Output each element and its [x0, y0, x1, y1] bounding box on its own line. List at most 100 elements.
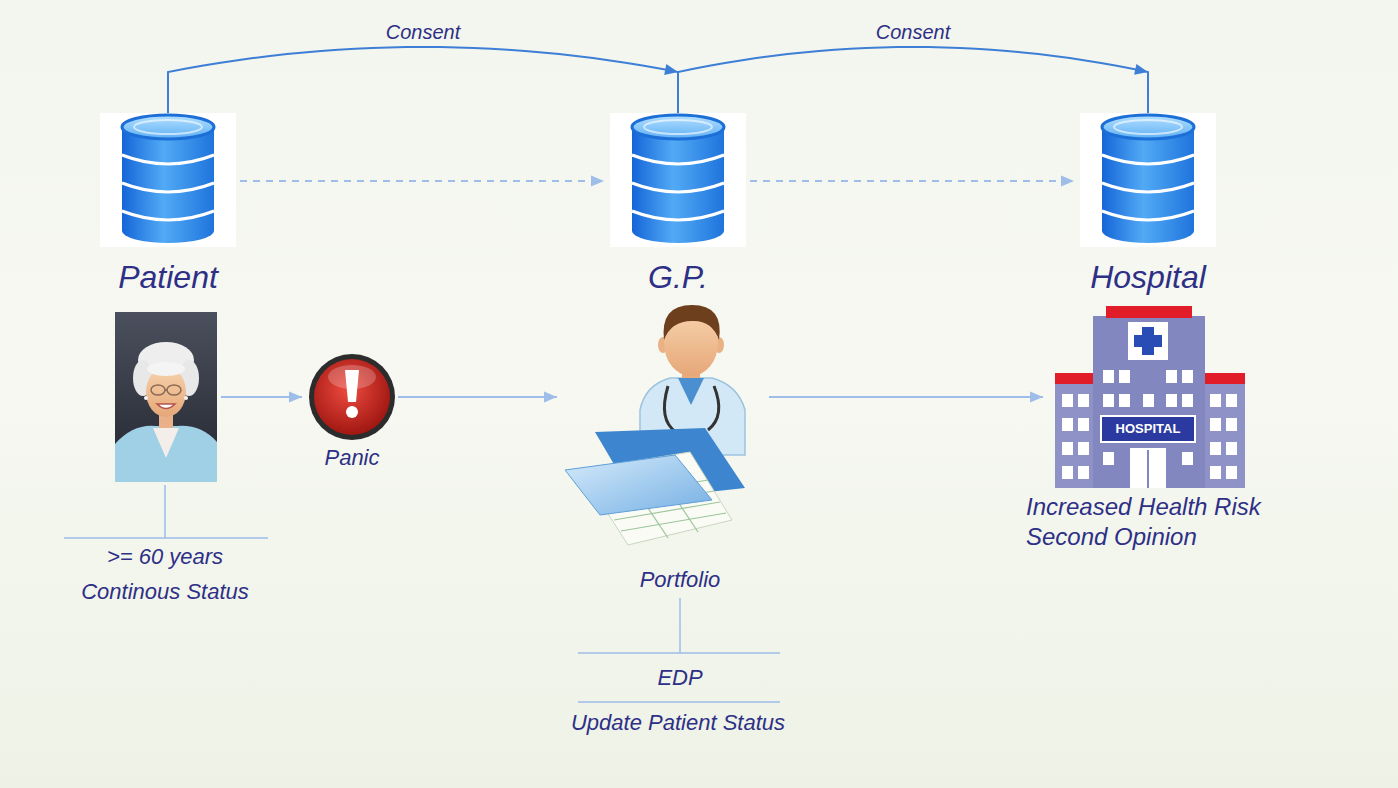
hospital-building-part — [1101, 416, 1195, 442]
arrow-head — [591, 176, 604, 187]
hospital-building-part — [1062, 418, 1073, 431]
hospital-building-part — [1106, 306, 1192, 318]
connector — [398, 392, 557, 403]
connector-line — [750, 180, 1074, 182]
hospital-building-part — [1210, 394, 1221, 407]
connector — [678, 47, 1148, 113]
text-holder: Continous Status — [81, 579, 249, 605]
patient-photo-part — [157, 404, 175, 409]
text-holder: Consent — [873, 20, 954, 44]
hospital-building-part — [1182, 452, 1193, 465]
sign-text: HOSPITAL — [1116, 421, 1181, 437]
hospital-building-part — [1103, 370, 1114, 383]
panic-icon-part — [309, 354, 395, 440]
hospital-building-part — [1078, 394, 1089, 407]
doctor-figure-part — [678, 378, 704, 405]
arrow-head — [1061, 176, 1074, 187]
patient-photo-part — [144, 396, 148, 400]
database-node: Patient — [100, 113, 236, 247]
connector — [769, 392, 1043, 403]
status-note: EDP — [657, 665, 702, 691]
hospital-building-part — [1062, 466, 1073, 479]
arrow-head — [664, 64, 678, 75]
patient-photo-part — [147, 362, 185, 376]
status-note: Update Patient Status — [571, 710, 785, 736]
hospital-building-part — [1103, 452, 1114, 465]
patient-photo-part — [115, 312, 217, 482]
text-holder: Increased Health Risk — [1026, 493, 1261, 522]
text-holder: Second Opinion — [1026, 523, 1197, 552]
database-node: G.P. — [610, 113, 746, 247]
text-holder: HOSPITAL — [1116, 421, 1181, 437]
arrow-head — [544, 392, 557, 403]
text-holder: Patient — [118, 258, 218, 296]
hospital-building-part — [1226, 418, 1237, 431]
hospital-building-part — [1210, 466, 1221, 479]
edge-label: Consent — [383, 20, 464, 44]
panic-icon-part — [314, 359, 390, 435]
status-note: Continous Status — [81, 579, 249, 605]
portfolio-folder — [565, 428, 745, 545]
node-heading: Patient — [118, 258, 218, 296]
patient-photo-part — [184, 396, 188, 400]
connector-line — [168, 47, 678, 113]
node-caption: Increased Health Risk — [1026, 493, 1261, 522]
hospital-building-part — [1119, 394, 1130, 407]
database-icon — [1080, 113, 1216, 247]
patient-photo-part — [151, 385, 165, 395]
bracket-line — [64, 485, 780, 702]
hospital-building-part — [1055, 380, 1245, 488]
node-caption: Portfolio — [640, 567, 721, 593]
hospital-building-part — [1182, 394, 1193, 407]
arrow-head — [1134, 64, 1148, 75]
node-caption: Panic — [324, 445, 379, 471]
edge-label: Consent — [873, 20, 954, 44]
panic-icon-part — [346, 406, 358, 418]
doctor-figure-part — [664, 386, 676, 432]
doctor-node: PortfolioEDPUpdate Patient Status — [565, 305, 765, 555]
patient-node: >= 60 yearsContinous Status — [115, 312, 217, 482]
bracket-line-part — [164, 485, 166, 538]
text-holder: Consent — [383, 20, 464, 44]
text-holder: Update Patient Status — [571, 710, 785, 736]
hospital-building-part — [1134, 335, 1162, 347]
hospital-building-part — [1226, 394, 1237, 407]
text-holder: G.P. — [648, 258, 708, 296]
hospital-building-part — [1062, 442, 1073, 455]
text-holder: >= 60 years — [107, 544, 223, 570]
panic-icon-part — [345, 370, 359, 402]
hospital-building-part — [1103, 394, 1114, 407]
hospital-building-part — [1062, 394, 1073, 407]
hospital-node: Increased Health RiskSecond Opinion — [1055, 305, 1245, 488]
hospital-building-part — [1143, 394, 1154, 407]
hospital-building-part — [1128, 322, 1168, 360]
node-heading: G.P. — [648, 258, 708, 296]
hospital-building-part — [1226, 466, 1237, 479]
arrow-head — [289, 392, 302, 403]
hospital-building-part — [1166, 370, 1177, 383]
portfolio-folder-part — [621, 513, 726, 531]
doctor-figure-part — [664, 305, 720, 340]
connector — [240, 176, 604, 187]
doctor-figure-part — [708, 386, 719, 430]
patient-photo-part — [153, 428, 179, 458]
patient-photo — [115, 312, 217, 482]
patient-photo-part — [165, 389, 167, 391]
node-heading: Hospital — [1090, 258, 1206, 296]
hospital-building-part — [1210, 442, 1221, 455]
status-note: >= 60 years — [107, 544, 223, 570]
hospital-building-part — [1078, 466, 1089, 479]
panic-icon — [309, 354, 395, 440]
hospital-building-part — [1078, 442, 1089, 455]
node-caption: Second Opinion — [1026, 523, 1197, 552]
hospital-building-part — [1226, 442, 1237, 455]
bracket-line-part — [679, 598, 681, 653]
hospital-building-part — [1093, 316, 1205, 488]
portfolio-folder-part — [565, 455, 712, 515]
hospital-building-part — [1166, 394, 1177, 407]
connector — [168, 47, 678, 113]
connector — [750, 176, 1074, 187]
hospital-building-part — [1078, 418, 1089, 431]
bracket-line-part — [64, 537, 268, 539]
